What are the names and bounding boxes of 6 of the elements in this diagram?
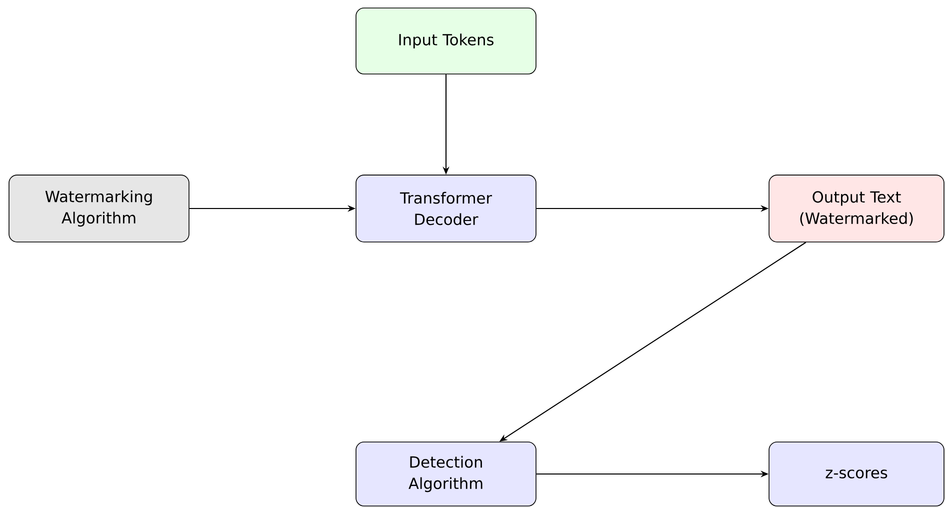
process-box: Input Tokens xyxy=(356,8,536,74)
process-box: Detection Algorithm xyxy=(356,442,536,506)
process-box: Transformer Decoder xyxy=(356,174,536,242)
process-box: Output Text (Watermarked) xyxy=(768,174,944,242)
process-box: z-scores xyxy=(768,442,944,506)
process-box: Watermarking Algorithm xyxy=(8,174,190,242)
